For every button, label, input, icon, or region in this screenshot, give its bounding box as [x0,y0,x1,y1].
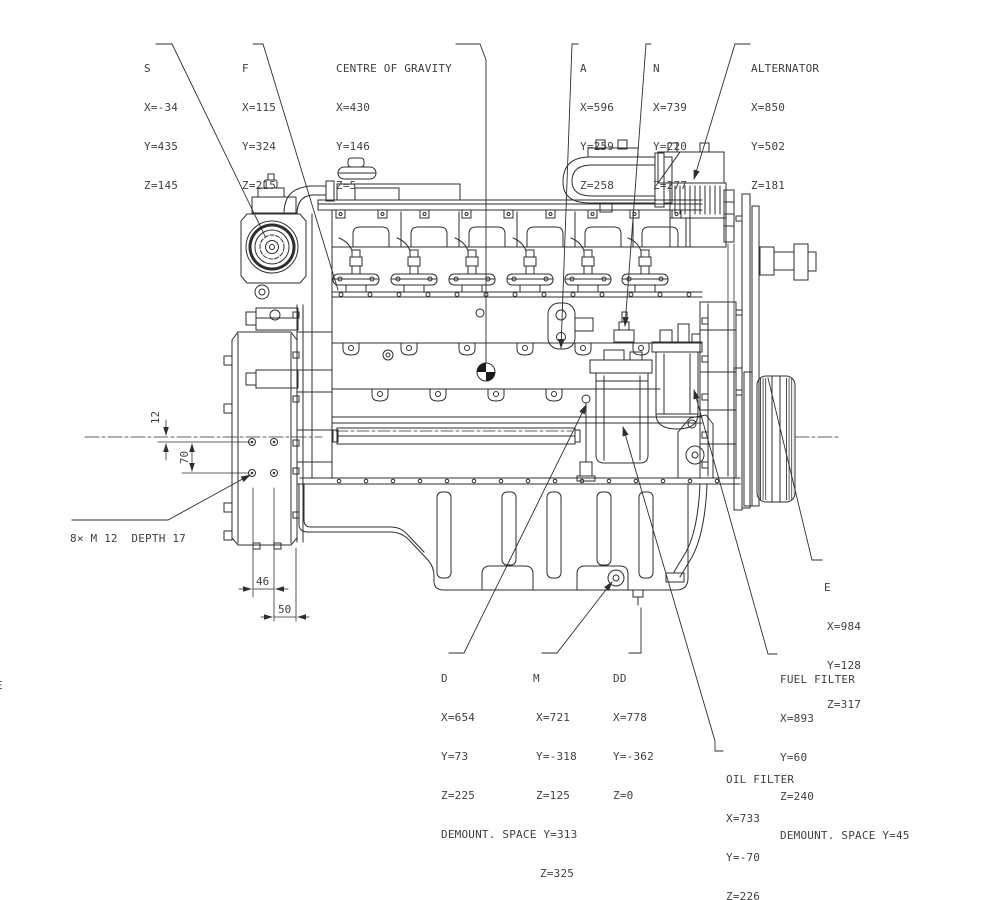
sensor-n [613,311,635,343]
callout-dd: DD X=778 Y=-362 Z=0 [613,672,654,802]
callout-oil-filter-label: OIL FILTER [726,773,795,786]
callout-centre-of-gravity: CENTRE OF GRAVITY X=430 Y=146 Z=5 [336,62,452,192]
oil-drain-plug [607,569,625,587]
rocker-arches [331,211,703,248]
turbo-hose [283,157,377,215]
engine-mount-bracket [665,414,714,583]
leader-lines [71,43,823,752]
leader-alternator [693,43,751,180]
leader-bolt-pattern [71,474,251,521]
leader-oil-filter [622,426,724,752]
callout-e: E X=984 Y=128 Z=317 [824,581,862,711]
leader-a [558,43,579,349]
injectors [332,237,669,293]
callout-f: F X=115 Y=324 Z=215 [242,62,277,192]
callout-m: M X=721 Y=-318 Z=125 [533,672,577,802]
crankshaft-damper [733,367,796,511]
dimension-lines [157,419,310,622]
leader-e [767,377,823,561]
callout-alternator-label: ALTERNATOR [751,62,820,75]
leader-s [155,43,266,237]
callout-fuel-filter: FUEL FILTER X=893 Y=60 Z=240 DEMOUNT. SP… [780,673,910,842]
centre-of-gravity-symbol [476,362,496,382]
leader-d [448,404,587,654]
engine-block-side [331,308,703,445]
oil-pan [298,483,689,606]
thermostat-housing [547,302,594,350]
alternator [657,142,735,371]
callout-dd-label: DD [613,672,627,685]
fan-drive [735,193,817,509]
front-pulley-knurled [240,173,307,284]
callout-n: N X=739 Y=220 Z=277 [653,62,688,192]
edge-text-fragment: E [0,679,3,692]
leader-dd [628,607,642,654]
callout-s-label: S [144,62,151,75]
gear-case [245,209,333,543]
dim-50-text: 50 [278,603,292,616]
oil-filter [589,349,653,464]
pan-rail [297,477,741,485]
callout-m-label: M [533,672,540,685]
leader-m [541,581,613,654]
callout-alternator: ALTERNATOR X=850 Y=502 Z=181 [751,62,820,192]
leader-f [252,43,339,291]
leader-fuel-filter [693,389,778,655]
callout-e-label: E [824,581,831,594]
fuel-filter [651,323,703,430]
callout-oil-filter: OIL FILTER X=733 Y=-70 Z=226 ø=97 DEMOUN… [726,747,862,900]
dim-46-text: 46 [256,575,270,588]
callout-s: S X=-34 Y=435 Z=145 [144,62,179,192]
flywheel-housing-plate [223,331,298,550]
valve-cover [317,183,703,219]
callout-a-label: A [580,62,587,75]
dd-drain-plug [632,589,644,598]
callout-f-label: F [242,62,249,75]
cylinder-head-deck [331,291,703,298]
leader-n [622,43,652,327]
callout-d: D X=654 Y=73 Z=225 DEMOUNT. SPACE Y=313 … [441,672,578,880]
callout-n-label: N [653,62,660,75]
leader-cog [455,43,487,363]
callout-a: A X=596 Y=259 Z=258 [580,62,615,192]
callout-cog-label: CENTRE OF GRAVITY [336,62,452,75]
bolt-pattern-note: 8× M 12 DEPTH 17 [70,532,186,545]
dim-12-text: 12 [149,410,163,425]
callout-d-label: D [441,672,448,685]
callout-fuel-filter-label: FUEL FILTER [780,673,856,686]
engine-body [84,139,839,606]
dim-70-text: 70 [178,450,192,465]
front-gear-cover [699,301,737,479]
